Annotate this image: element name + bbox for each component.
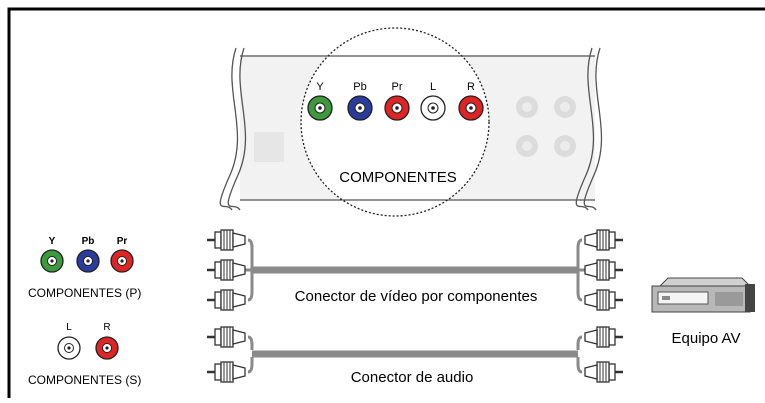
av-device-label: Equipo AV bbox=[672, 330, 741, 347]
audio-cable bbox=[205, 325, 625, 384]
plug-icon bbox=[583, 325, 625, 349]
p-jack-label: Y bbox=[49, 236, 56, 247]
av-device-icon bbox=[651, 277, 755, 313]
panel-jack-label: Pb bbox=[353, 81, 366, 93]
s-jack-label: L bbox=[66, 322, 72, 333]
plug-icon bbox=[583, 258, 625, 282]
panel-jack-label: L bbox=[430, 81, 436, 93]
frame-border bbox=[7, 7, 765, 398]
panel-jacks: Y Pb Pr L R bbox=[307, 81, 484, 121]
panel-jack-label: R bbox=[467, 81, 475, 93]
components-section-label: COMPONENTES bbox=[339, 169, 457, 186]
p-jack-label: Pr bbox=[117, 236, 128, 247]
panel-jack-pr: Pr bbox=[384, 81, 410, 121]
plug-icon bbox=[205, 325, 247, 349]
plug-icon bbox=[583, 228, 625, 252]
video-cable bbox=[205, 228, 625, 312]
faded-jack-icon bbox=[516, 96, 576, 157]
panel-jack-r: R bbox=[458, 81, 484, 121]
components-s-label: COMPONENTES (S) bbox=[28, 373, 141, 387]
panel-jack-y: Y bbox=[307, 81, 333, 121]
s-jack-label: R bbox=[103, 322, 110, 333]
video-cable-label: Conector de vídeo por componentes bbox=[295, 288, 538, 305]
panel-jack-label: Y bbox=[316, 81, 324, 93]
plug-icon bbox=[205, 288, 247, 312]
panel-jack-label: Pr bbox=[392, 81, 403, 93]
plug-icon bbox=[205, 258, 247, 282]
plug-icon bbox=[583, 360, 625, 384]
audio-cable-label: Conector de audio bbox=[351, 369, 474, 386]
p-jack-label: Pb bbox=[82, 236, 95, 247]
components-p-label: COMPONENTES (P) bbox=[28, 286, 141, 300]
plug-icon bbox=[583, 288, 625, 312]
panel-jack-pb: Pb bbox=[347, 81, 373, 121]
panel-jack-l: L bbox=[420, 81, 446, 121]
plug-icon bbox=[205, 228, 247, 252]
left-s-jacks: L R bbox=[57, 322, 119, 360]
left-p-jacks: Y Pb Pr bbox=[40, 236, 134, 273]
plug-icon bbox=[205, 360, 247, 384]
